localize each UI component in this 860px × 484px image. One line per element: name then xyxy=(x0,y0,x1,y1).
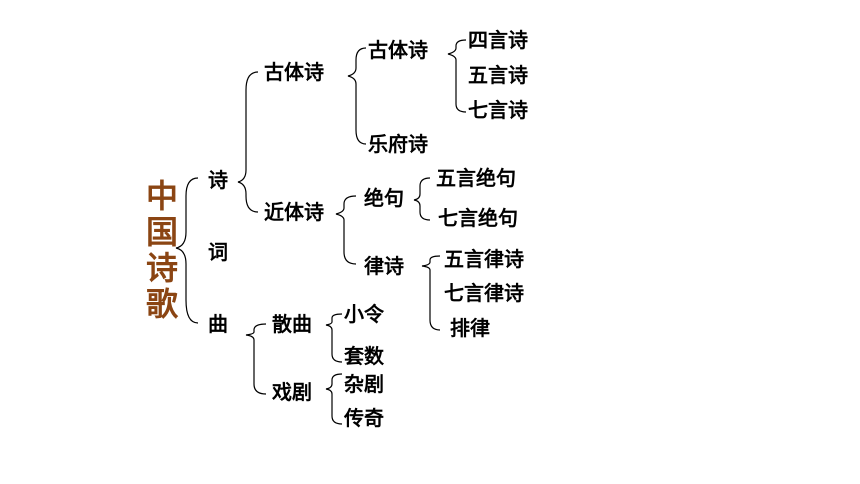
sanqu-brace xyxy=(325,313,343,363)
lvshi-brace xyxy=(421,255,441,331)
wuyan-jueju-label: 五言绝句 xyxy=(436,166,516,190)
qiyan-jueju-label: 七言绝句 xyxy=(438,206,518,230)
siyan-label: 四言诗 xyxy=(468,28,528,52)
ci-label: 词 xyxy=(208,240,228,264)
jinti-brace xyxy=(335,195,357,265)
qu-brace xyxy=(245,323,267,395)
pailv-label: 排律 xyxy=(450,316,490,340)
xiju-label: 戏剧 xyxy=(272,380,312,404)
sub-guti-brace xyxy=(447,39,467,113)
jueju-brace xyxy=(413,177,431,221)
wuyan-label: 五言诗 xyxy=(468,63,528,87)
xiaoling-label: 小令 xyxy=(344,302,384,326)
root-brace xyxy=(175,177,199,324)
jinti-label: 近体诗 xyxy=(264,200,324,224)
taoshu-label: 套数 xyxy=(344,344,384,368)
qiyan-lvshi-label: 七言律诗 xyxy=(444,281,524,305)
zaju-label: 杂剧 xyxy=(344,372,384,396)
yuefu-label: 乐府诗 xyxy=(368,132,428,156)
chuanqi-label: 传奇 xyxy=(344,406,384,430)
guti-brace xyxy=(347,47,367,145)
jueju-label: 绝句 xyxy=(364,186,404,210)
wuyan-lvshi-label: 五言律诗 xyxy=(444,247,524,271)
sanqu-label: 散曲 xyxy=(272,312,312,336)
qu-label: 曲 xyxy=(208,312,228,336)
lvshi-label: 律诗 xyxy=(364,254,404,278)
guti-label: 古体诗 xyxy=(264,60,324,84)
sub-guti-label: 古体诗 xyxy=(368,38,428,62)
shi-label: 诗 xyxy=(208,168,228,192)
shi-brace xyxy=(237,71,259,213)
qiyan-label: 七言诗 xyxy=(468,98,528,122)
xiju-brace xyxy=(325,373,343,425)
root-label: 中国诗歌 xyxy=(145,177,178,323)
